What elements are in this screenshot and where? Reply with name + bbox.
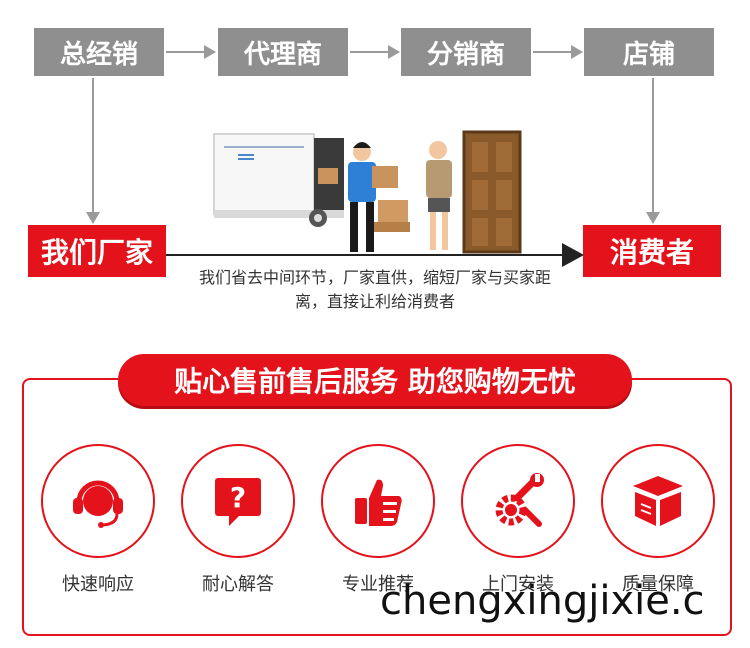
arrow-down-left [86, 78, 100, 224]
question-bubble-icon: ? [215, 478, 261, 526]
service-label: 质量保障 [622, 574, 694, 595]
chain-step-general-distributor: 总经销 [34, 28, 164, 76]
service-circle [601, 444, 715, 558]
arrow-right [166, 45, 216, 59]
chain-step-label: 店铺 [622, 39, 675, 70]
service-item-fast-response: 快速响应 [38, 444, 158, 596]
chain-step-label: 总经销 [59, 39, 138, 70]
factory-box: 我们厂家 [28, 225, 166, 277]
service-label: 耐心解答 [202, 574, 274, 595]
service-circle [41, 444, 155, 558]
watermark: chengxingjixie.c [380, 578, 705, 624]
consumer-box: 消费者 [583, 225, 721, 277]
delivery-illustration [213, 130, 522, 254]
chain-step-shop: 店铺 [584, 28, 714, 76]
wrench-gear-icon [495, 473, 544, 527]
parcel [372, 166, 398, 188]
consumer-label: 消费者 [609, 236, 694, 269]
chain-step-label: 代理商 [243, 39, 322, 70]
arrow-down-right [646, 78, 660, 224]
factory-label: 我们厂家 [40, 236, 153, 269]
courier-shirt [348, 162, 376, 202]
service-item-recommendation: 专业推荐 [318, 444, 438, 596]
note-line: 离，直接让利给消费者 [294, 292, 455, 311]
arrow-right [533, 45, 583, 59]
service-circle [461, 444, 575, 558]
direct-line [166, 254, 562, 256]
headset-icon [73, 480, 123, 528]
arrow-right [350, 45, 400, 59]
service-label: 快速响应 [62, 574, 134, 595]
box-icon [633, 476, 683, 526]
note-line: 我们省去中间环节，厂家直供，缩短厂家与买家距 [198, 268, 551, 287]
service-label: 上门安装 [482, 574, 554, 595]
chain-step-label: 分销商 [426, 39, 505, 70]
direct-arrow-head [562, 243, 584, 267]
service-banner-text: 贴心售前售后服务 助您购物无忧 [174, 365, 576, 398]
chain-step-agent: 代理商 [218, 28, 348, 76]
service-label: 专业推荐 [342, 574, 414, 595]
customer-head [429, 141, 447, 159]
service-circle: ? [181, 444, 295, 558]
thumbs-up-icon [355, 479, 402, 526]
direct-supply-note: 我们省去中间环节，厂家直供，缩短厂家与买家距 离，直接让利给消费者 [160, 266, 590, 314]
customer-shirt [426, 160, 452, 198]
chain-step-distributor: 分销商 [401, 28, 531, 76]
service-item-installation: 上门安装 [458, 444, 578, 596]
service-circle [321, 444, 435, 558]
svg-text:?: ? [230, 481, 246, 514]
service-banner: 贴心售前售后服务 助您购物无忧 [118, 354, 632, 406]
service-item-quality: 质量保障 [598, 444, 718, 596]
service-item-patient-answer: ? 耐心解答 [178, 444, 298, 596]
